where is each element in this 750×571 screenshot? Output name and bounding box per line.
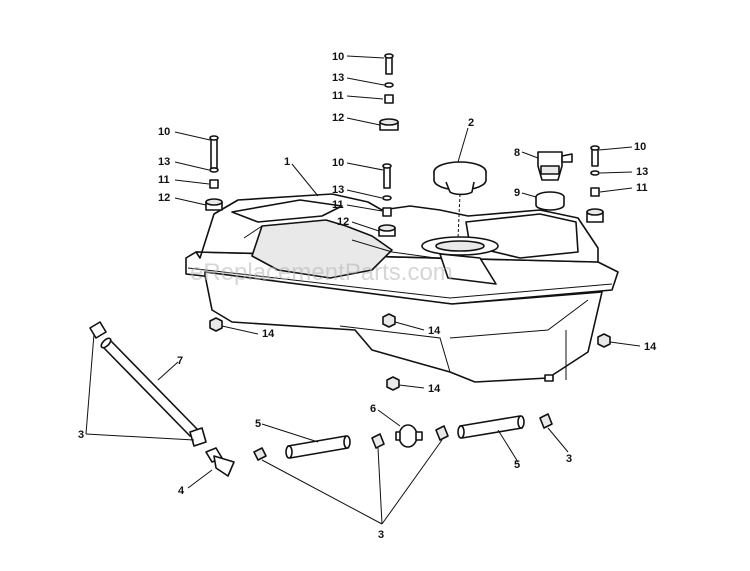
callout-12: 12 bbox=[158, 192, 170, 204]
callout-5: 5 bbox=[514, 459, 520, 471]
hose-clamps-3 bbox=[253, 413, 553, 461]
callout-13: 13 bbox=[332, 184, 344, 196]
callout-10: 10 bbox=[634, 141, 646, 153]
callout-8: 8 bbox=[514, 147, 520, 159]
hardware-stack-top-center bbox=[379, 53, 399, 131]
fuel-hose-7 bbox=[89, 321, 207, 447]
callout-14: 14 bbox=[644, 341, 657, 353]
callout-4: 4 bbox=[178, 485, 185, 497]
watermark-text: eReplacementParts.com bbox=[190, 259, 453, 286]
callout-10: 10 bbox=[332, 157, 344, 169]
callout-11: 11 bbox=[332, 90, 344, 102]
callout-3: 3 bbox=[378, 529, 384, 541]
callout-13: 13 bbox=[332, 72, 344, 84]
callout-9: 9 bbox=[514, 187, 520, 199]
callout-6: 6 bbox=[370, 403, 376, 415]
callout-5: 5 bbox=[255, 418, 261, 430]
callout-11: 11 bbox=[158, 174, 170, 186]
callout-7: 7 bbox=[177, 355, 183, 367]
hardware-stack-center bbox=[378, 163, 396, 237]
callout-12: 12 bbox=[337, 216, 349, 228]
callout-3: 3 bbox=[78, 429, 84, 441]
grommet-9 bbox=[535, 191, 565, 211]
shutoff-valve-4 bbox=[205, 447, 235, 477]
hardware-stack-right bbox=[586, 145, 604, 223]
callout-13: 13 bbox=[158, 156, 170, 168]
fuel-hose-5-left bbox=[285, 435, 351, 459]
callout-10: 10 bbox=[332, 51, 344, 63]
fuel-valve bbox=[537, 151, 573, 181]
callout-14: 14 bbox=[428, 383, 441, 395]
fuel-cap bbox=[433, 161, 487, 239]
callout-12: 12 bbox=[332, 112, 344, 124]
leader-lines bbox=[85, 55, 641, 525]
callout-3: 3 bbox=[566, 453, 572, 465]
callout-14: 14 bbox=[262, 328, 275, 340]
callout-10: 10 bbox=[158, 126, 170, 138]
callout-1: 1 bbox=[284, 156, 290, 168]
callout-11: 11 bbox=[636, 182, 648, 194]
nuts-14 bbox=[209, 313, 611, 391]
fuel-filter-6 bbox=[395, 424, 423, 448]
callout-13: 13 bbox=[636, 166, 648, 178]
callout-11: 11 bbox=[332, 199, 344, 211]
fuel-hose-5-right bbox=[457, 415, 525, 439]
callout-2: 2 bbox=[468, 117, 474, 129]
callout-14: 14 bbox=[428, 325, 441, 337]
fuel-tank bbox=[185, 193, 619, 383]
hardware-stack-left bbox=[205, 135, 223, 211]
callout-labels: 10 13 11 12 10 13 11 12 10 13 11 12 10 1… bbox=[78, 51, 657, 541]
